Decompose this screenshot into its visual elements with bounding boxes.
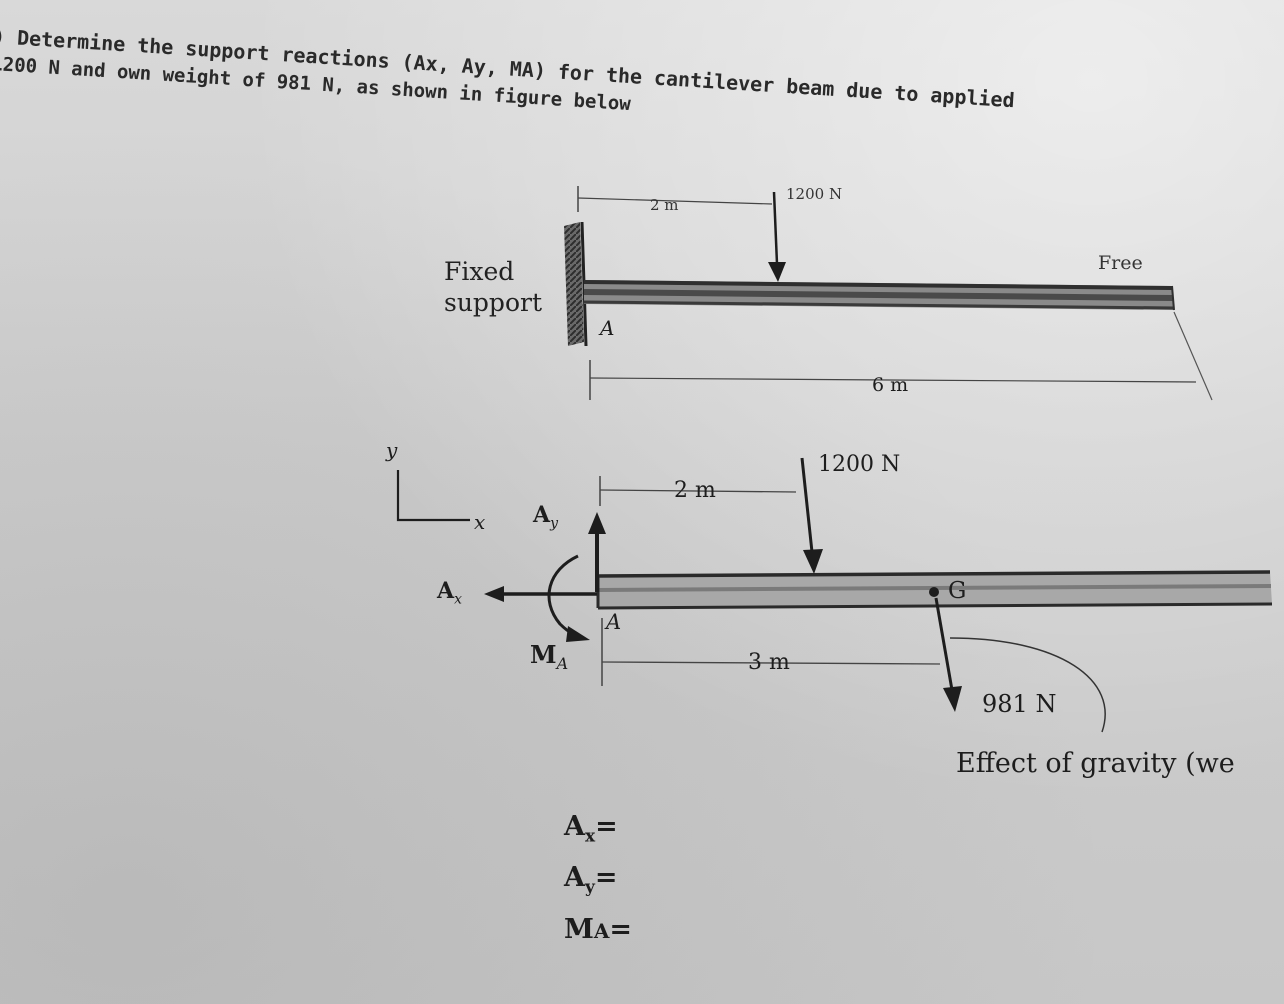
free-end-label: Free xyxy=(1098,252,1143,274)
weight-label: 981 N xyxy=(982,690,1057,718)
gravity-leader xyxy=(949,637,1106,733)
ax-label: Ax xyxy=(437,578,462,608)
fbd-point-a-label: A xyxy=(606,610,622,634)
fbd-dim-2m-label: 2 m xyxy=(674,478,716,503)
fbd-figure xyxy=(396,457,1273,733)
axis-x-label: x xyxy=(474,510,486,534)
top-point-a-label: A xyxy=(600,316,615,340)
top-dim-2m-line xyxy=(577,197,773,205)
moment-arc xyxy=(547,554,579,639)
centroid-label: G xyxy=(948,578,967,604)
top-dim-6m-label: 6 m xyxy=(872,374,909,396)
top-load-label: 1200 N xyxy=(786,185,843,203)
answer-ax: Ax= xyxy=(564,811,618,847)
weight-arrow xyxy=(934,597,954,691)
fbd-dim-3m-line xyxy=(601,661,941,665)
ma-label: MA xyxy=(530,640,569,673)
top-dim-6m-line xyxy=(589,377,1197,383)
fixed-support-wall xyxy=(564,222,584,346)
answer-ma: MA= xyxy=(564,913,633,945)
fbd-dim-2m-line xyxy=(599,489,797,493)
fbd-dim-3m-label: 3 m xyxy=(748,650,790,675)
fbd-load-label: 1200 N xyxy=(818,452,901,477)
axis-y-label: y xyxy=(386,438,398,462)
top-load-arrow xyxy=(772,191,779,265)
answer-ay: Ay= xyxy=(564,862,618,898)
centroid-dot xyxy=(929,587,939,597)
fixed-support-label: Fixed support xyxy=(444,257,542,317)
fbd-load-arrow xyxy=(800,457,814,553)
ay-label: Ay xyxy=(533,502,558,532)
gravity-note: Effect of gravity (we xyxy=(956,748,1235,779)
answer-block: Ax= Ay= MA= xyxy=(564,806,632,952)
axis-icon xyxy=(396,470,470,522)
top-dim-2m-label: 2 m xyxy=(650,196,679,214)
top-figure xyxy=(564,186,1213,401)
